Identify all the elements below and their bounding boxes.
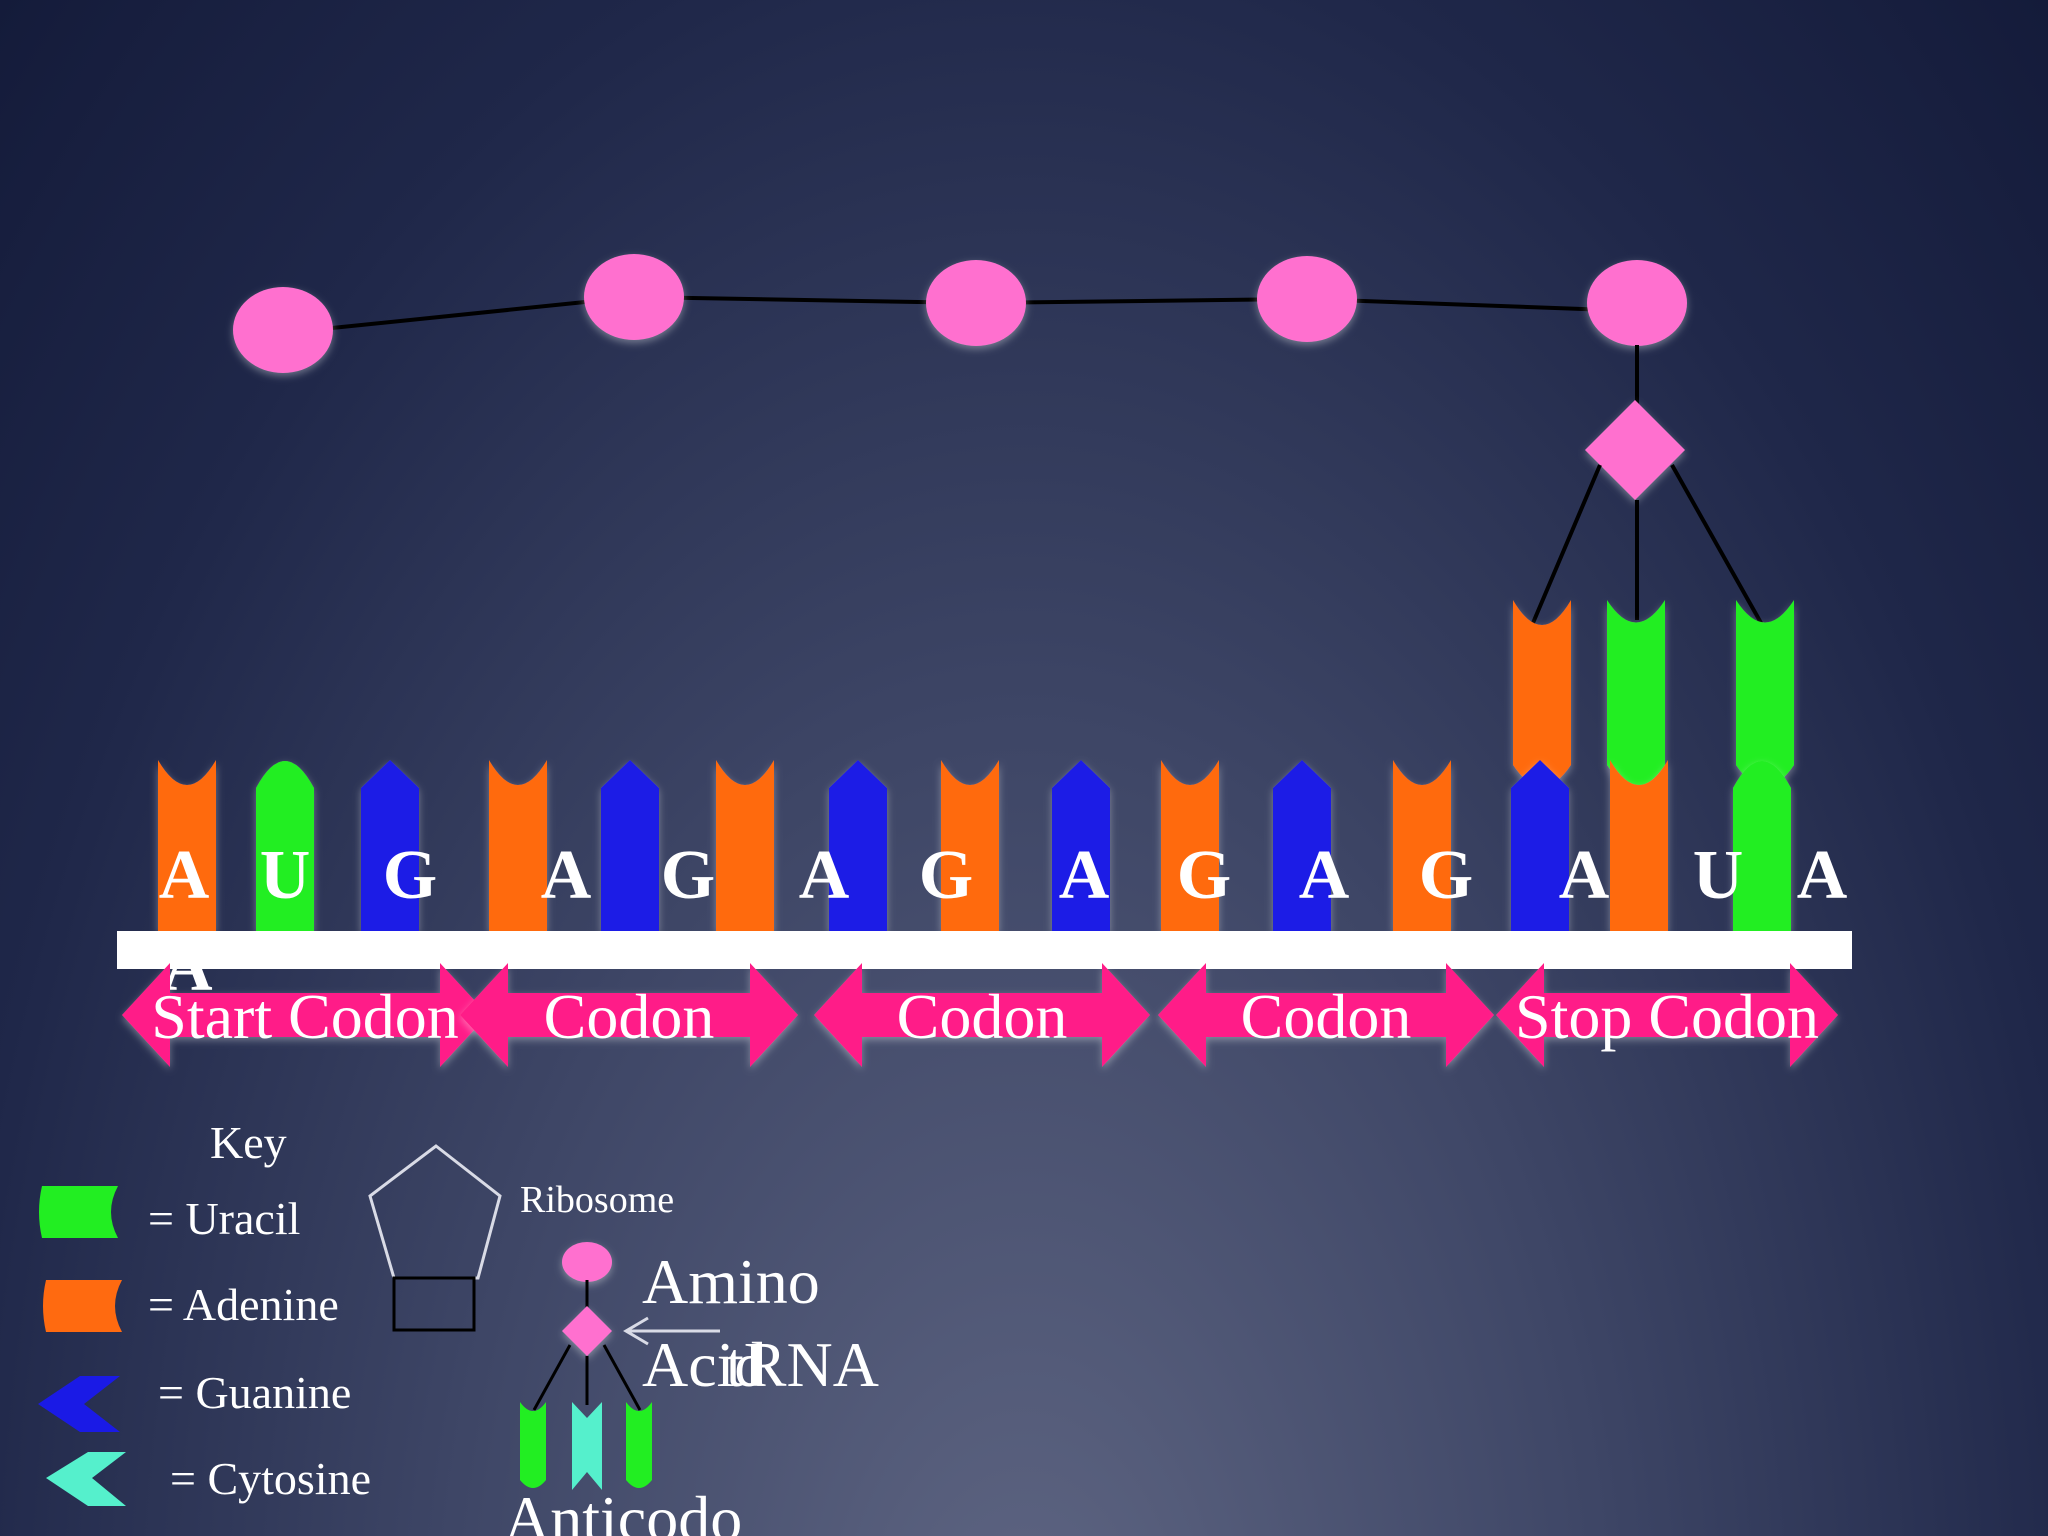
key-label-uracil: = Uracil bbox=[148, 1193, 300, 1244]
codon-label-5: Stop Codon bbox=[1515, 981, 1819, 1052]
key-label-guanine: = Guanine bbox=[158, 1367, 351, 1418]
key-label-adenine: = Adenine bbox=[148, 1279, 339, 1330]
mrna-base-letter-15: U bbox=[1693, 837, 1744, 914]
ribosome-label: Ribosome bbox=[520, 1179, 674, 1221]
mrna-base-letter-5: G bbox=[661, 837, 715, 914]
trna-label: tRNA bbox=[726, 1329, 879, 1400]
amino-acid-4 bbox=[1257, 256, 1357, 342]
mrna-base-10-adenine bbox=[1161, 760, 1219, 931]
polypeptide-chain bbox=[233, 254, 1687, 373]
amino-acid-2 bbox=[584, 254, 684, 340]
small-anticodon-cytosine bbox=[572, 1402, 602, 1490]
anticodon-bases bbox=[1513, 600, 1794, 787]
mrna-base-14-adenine bbox=[1610, 760, 1668, 931]
mrna-base-2-uracil bbox=[256, 761, 314, 931]
mrna-base-letter-3: G bbox=[383, 837, 437, 914]
amino-acid-3 bbox=[926, 260, 1026, 346]
adenine-key-icon bbox=[43, 1280, 122, 1332]
codon-arrow-1 bbox=[122, 963, 488, 1067]
codon-label-1: Start Codon bbox=[151, 981, 459, 1052]
mrna-base-1-adenine bbox=[158, 760, 216, 931]
mrna-base-letter-16: A bbox=[1797, 837, 1848, 914]
mrna-base-letter-6: A bbox=[799, 837, 850, 914]
small-trna-arm-right bbox=[602, 1344, 642, 1411]
mrna-base-6-adenine bbox=[716, 760, 774, 931]
amino-acid-key-icon bbox=[562, 1242, 612, 1282]
codon-arrow-5 bbox=[1496, 963, 1838, 1067]
acid-label: Acid bbox=[642, 1329, 766, 1400]
small-anticodon-uracil-2 bbox=[626, 1402, 652, 1488]
trna-diamond-icon bbox=[1585, 400, 1685, 500]
mrna-base-letter-7: G bbox=[919, 837, 973, 914]
mrna-base-15-uracil bbox=[1733, 761, 1791, 931]
mrna-base-letter-9: G bbox=[1177, 837, 1231, 914]
small-trna-diamond-icon bbox=[562, 1306, 612, 1356]
mrna-base-letter-14: A bbox=[1559, 837, 1610, 914]
ribosome-base-box bbox=[392, 1276, 476, 1332]
codon-arrow-4 bbox=[1158, 963, 1494, 1067]
amino-acid-5 bbox=[1587, 260, 1687, 346]
anticodon-base-2-uracil bbox=[1607, 600, 1665, 787]
mrna-base-letter-2: U bbox=[260, 837, 311, 914]
cytosine-key-icon bbox=[46, 1452, 126, 1506]
codon-label-2: Codon bbox=[544, 981, 715, 1052]
mrna-base-letter-4: A bbox=[541, 837, 592, 914]
trna-molecule bbox=[1513, 345, 1794, 787]
anticodon-label: Anticodo bbox=[504, 1483, 742, 1536]
codon-label-3: Codon bbox=[897, 981, 1068, 1052]
uracil-key-icon bbox=[39, 1186, 118, 1238]
mrna-strand bbox=[117, 931, 1852, 969]
amino-acid-1 bbox=[233, 287, 333, 373]
mrna-base-letter-11: G bbox=[1419, 837, 1473, 914]
pointer-arrow-head-icon bbox=[623, 1316, 649, 1346]
anticodon-base-1-adenine bbox=[1513, 600, 1571, 787]
mrna-base-3-guanine bbox=[361, 760, 419, 931]
mrna-base-4-adenine bbox=[489, 760, 547, 931]
legend-key: Key = Uracil = Adenine = Guanine = Cytos… bbox=[38, 1117, 879, 1536]
codon-arrows: Start Codon Codon Codon Codon Stop Codon bbox=[122, 963, 1838, 1067]
mrna-base-letter-1: A bbox=[159, 837, 210, 914]
key-title: Key bbox=[210, 1117, 287, 1168]
mrna-base-11-guanine bbox=[1273, 760, 1331, 931]
small-anticodon-uracil-1 bbox=[520, 1402, 546, 1488]
mrna-base-letter-8: A bbox=[1059, 837, 1110, 914]
anticodon-base-3-uracil bbox=[1736, 600, 1794, 787]
mrna-base-9-guanine bbox=[1052, 760, 1110, 931]
mrna-base-12-adenine bbox=[1393, 760, 1451, 931]
mrna-base-13-guanine bbox=[1511, 760, 1569, 931]
small-trna-arm-left bbox=[532, 1344, 572, 1411]
mrna-base-7-guanine bbox=[829, 760, 887, 931]
mrna-base-5-guanine bbox=[601, 760, 659, 931]
trna-arm-left bbox=[1528, 464, 1602, 631]
guanine-key-icon bbox=[38, 1376, 120, 1432]
amino-label: Amino bbox=[642, 1246, 820, 1317]
codon-label-4: Codon bbox=[1241, 981, 1412, 1052]
mrna-base-letter-10: A bbox=[1299, 837, 1350, 914]
trna-arm-right bbox=[1670, 464, 1767, 631]
codon-arrow-2 bbox=[460, 963, 798, 1067]
ribosome-icon bbox=[368, 1144, 502, 1280]
key-label-cytosine: = Cytosine bbox=[170, 1453, 371, 1504]
codon-arrow-3 bbox=[814, 963, 1150, 1067]
mrna-base-8-adenine bbox=[941, 760, 999, 931]
